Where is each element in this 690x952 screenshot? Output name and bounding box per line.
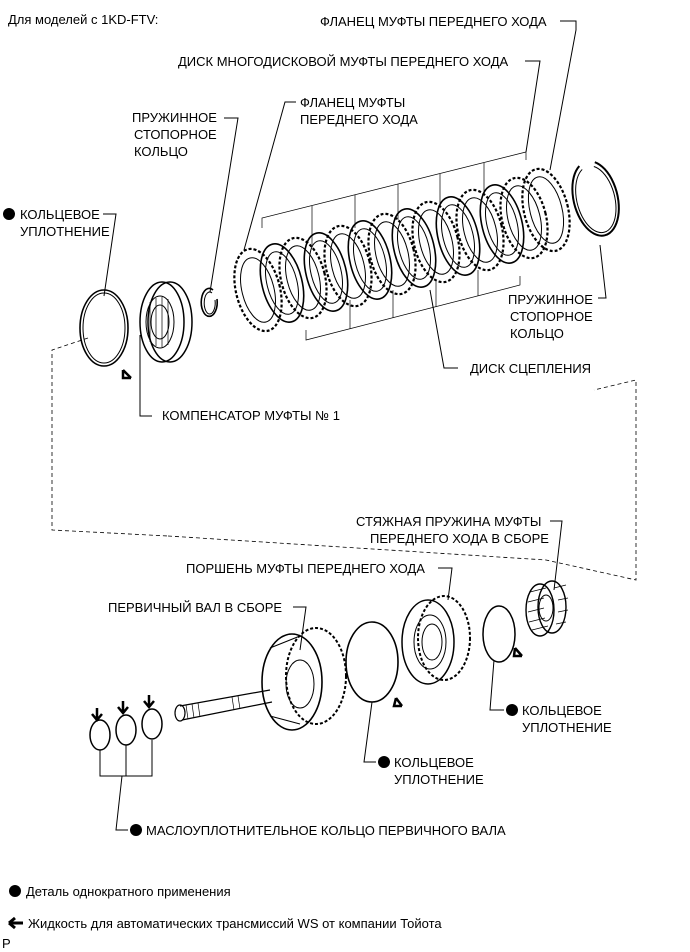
o-ring-left <box>79 289 129 367</box>
stack-bracket-bottom-ticks <box>349 270 479 329</box>
non-reusable-bullet-icon <box>130 824 142 836</box>
forward-clutch-piston <box>401 595 471 685</box>
input-shaft-assembly <box>174 627 347 731</box>
leader-multidisc-plate <box>525 60 541 153</box>
leader-o-ring-mid <box>363 701 376 763</box>
label-o-ring-mid-2: УПЛОТНЕНИЕ <box>394 772 484 787</box>
diagram-title: Для моделей с 1KD-FTV: <box>8 12 158 27</box>
label-o-ring-left-1: КОЛЬЦЕВОЕ <box>20 207 100 222</box>
label-snap-ring-left-3: КОЛЬЦО <box>134 144 188 159</box>
label-o-ring-left-2: УПЛОТНЕНИЕ <box>20 224 110 239</box>
label-o-ring-mid-1: КОЛЬЦЕВОЕ <box>394 755 474 770</box>
leader-clutch-disc <box>429 289 458 369</box>
atf-arrow-icon <box>392 697 403 708</box>
stack-bracket-top <box>261 151 527 228</box>
label-o-ring-right-1: КОЛЬЦЕВОЕ <box>522 703 602 718</box>
label-snap-ring-right-3: КОЛЬЦО <box>510 326 564 341</box>
leader-snap-ring-right <box>598 244 607 299</box>
legend-atf-arrow-icon <box>8 916 23 930</box>
label-piston: ПОРШЕНЬ МУФТЫ ПЕРЕДНЕГО ХОДА <box>186 561 425 576</box>
label-o-ring-right-2: УПЛОТНЕНИЕ <box>522 720 612 735</box>
footer-code: P <box>2 936 11 951</box>
stack-bracket-top-ticks <box>311 163 485 245</box>
label-snap-ring-right-1: ПРУЖИННОЕ <box>508 292 593 307</box>
atf-arrow-icon <box>512 647 523 658</box>
non-reusable-bullet-icon <box>3 208 15 220</box>
leader-flange-top <box>549 20 577 171</box>
label-return-spring-2: ПЕРЕДНЕГО ХОДА В СБОРЕ <box>370 531 549 546</box>
label-snap-ring-right-2: СТОПОРНОЕ <box>510 309 593 324</box>
legend-non-reusable: Деталь однократного применения <box>26 884 231 899</box>
snap-ring-left <box>200 287 219 318</box>
atf-arrow-icon <box>143 695 155 709</box>
non-reusable-bullet-icon <box>506 704 518 716</box>
atf-arrow-icon <box>117 701 129 715</box>
label-compensator: КОМПЕНСАТОР МУФТЫ № 1 <box>162 408 340 423</box>
leader-flange-mid <box>243 101 296 251</box>
leader-snap-ring-left <box>209 117 239 293</box>
label-forward-multidisc-plate: ДИСК МНОГОДИСКОВОЙ МУФТЫ ПЕРЕДНЕГО ХОДА <box>178 54 509 69</box>
label-snap-ring-left-1: ПРУЖИННОЕ <box>132 110 217 125</box>
clutch-disc-stack <box>233 167 571 333</box>
atf-arrow-icon <box>91 708 103 722</box>
stack-bracket-bottom <box>305 276 521 341</box>
alignment-line-right <box>167 379 637 581</box>
leader-o-ring-right <box>489 659 504 711</box>
leader-piston <box>438 567 453 601</box>
legend-bullet-icon <box>9 885 21 897</box>
label-flange-mid-1: ФЛАНЕЦ МУФТЫ <box>300 95 405 110</box>
leader-compensator <box>139 335 152 417</box>
o-ring-right <box>482 605 516 663</box>
snap-ring-right <box>571 161 620 237</box>
leader-input-shaft <box>293 606 307 651</box>
leader-oil-seal <box>115 775 128 831</box>
legend-atf: Жидкость для автоматических трансмиссий … <box>28 916 442 931</box>
label-return-spring-1: СТЯЖНАЯ ПРУЖИНА МУФТЫ <box>356 514 541 529</box>
label-clutch-disc: ДИСК СЦЕПЛЕНИЯ <box>470 361 591 376</box>
leader-o-ring-left <box>103 213 117 297</box>
non-reusable-bullet-icon <box>378 756 390 768</box>
label-snap-ring-left-2: СТОПОРНОЕ <box>134 127 217 142</box>
o-ring-mid <box>345 621 399 703</box>
label-forward-clutch-flange-top: ФЛАНЕЦ МУФТЫ ПЕРЕДНЕГО ХОДА <box>320 14 547 29</box>
clutch-compensator <box>139 281 193 363</box>
label-oil-seal-ring: МАСЛОУПЛОТНИТЕЛЬНОЕ КОЛЬЦО ПЕРВИЧНОГО ВА… <box>146 823 506 838</box>
alignment-line-left <box>51 337 169 537</box>
label-flange-mid-2: ПЕРЕДНЕГО ХОДА <box>300 112 418 127</box>
label-input-shaft: ПЕРВИЧНЫЙ ВАЛ В СБОРЕ <box>108 600 282 615</box>
return-spring-assembly <box>525 580 569 637</box>
leader-return-spring <box>550 520 563 591</box>
atf-arrow-icon <box>121 369 132 380</box>
